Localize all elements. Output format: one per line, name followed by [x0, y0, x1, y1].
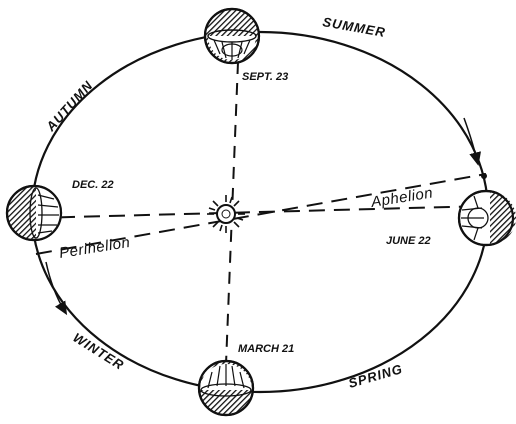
solstice-line: [34, 206, 486, 218]
earth-sept-icon: [205, 9, 259, 63]
earth-june-icon: [459, 191, 516, 245]
aphelion-point: [481, 173, 487, 179]
label-dec: DEC. 22: [72, 179, 114, 191]
label-autumn: AUTUMN: [42, 78, 96, 135]
sun-icon: [207, 195, 245, 233]
label-perihelion: Perihelion: [58, 234, 131, 262]
earth-dec-icon: [7, 186, 62, 240]
orbit-arrow-summer: [464, 118, 477, 160]
orbit-arrow-winter: [46, 262, 64, 310]
label-spring: SPRING: [347, 361, 405, 391]
earth-march-icon: [199, 361, 253, 415]
label-sept: SEPT. 23: [242, 71, 288, 83]
label-june: JUNE 22: [386, 235, 431, 247]
label-winter: WINTER: [70, 330, 127, 373]
label-summer: SUMMER: [321, 14, 386, 40]
label-march: MARCH 21: [238, 343, 294, 355]
